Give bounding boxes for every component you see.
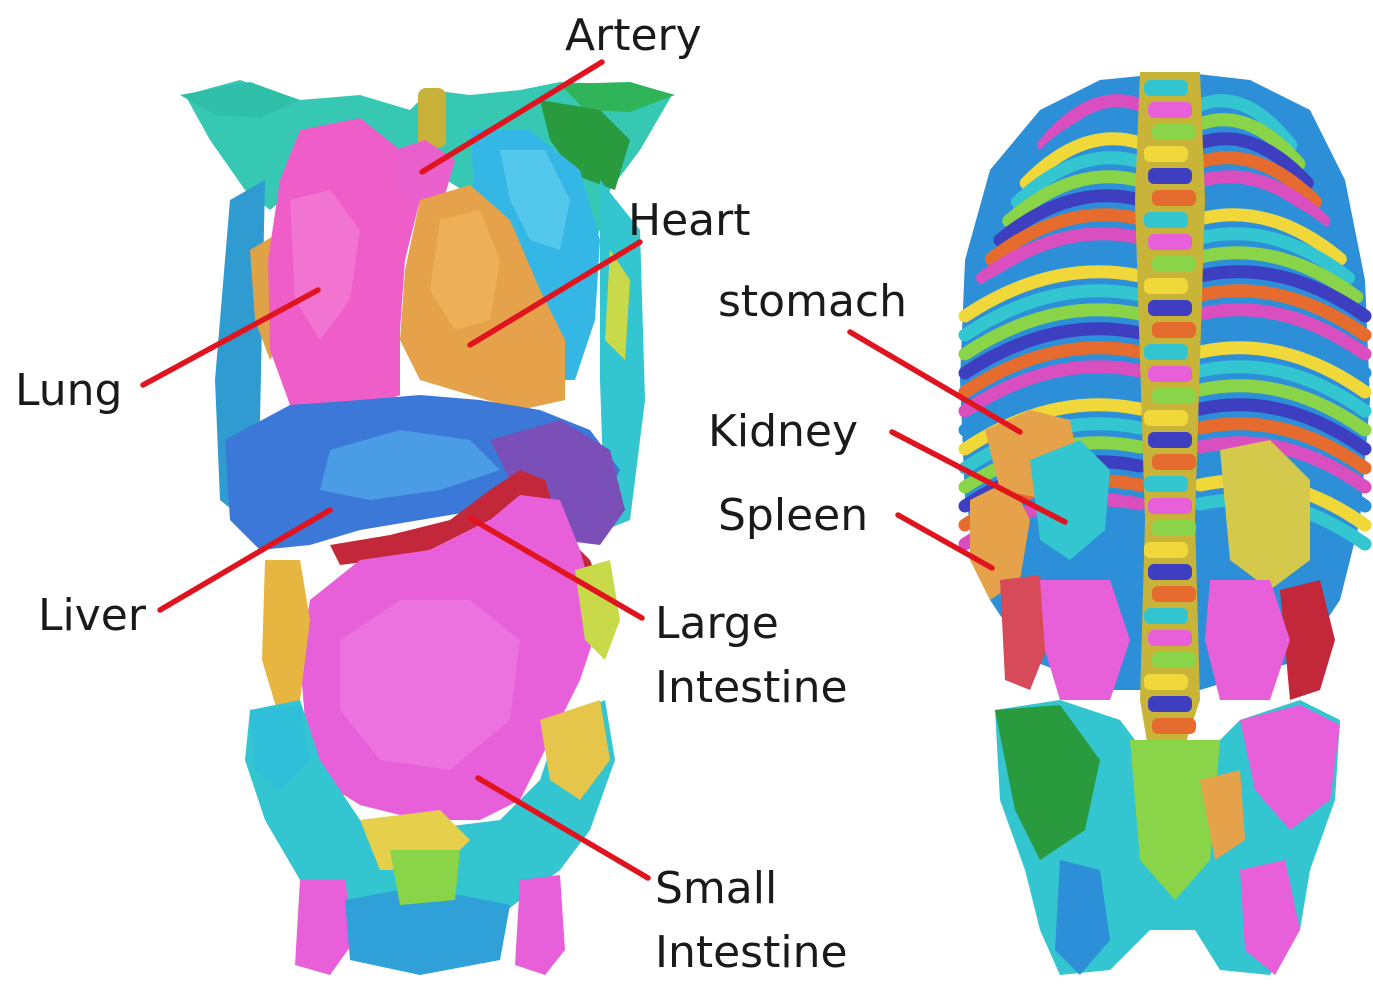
vertebra (1148, 696, 1192, 712)
vertebra (1144, 80, 1188, 96)
vertebra (1144, 608, 1188, 624)
vertebra (1152, 124, 1196, 140)
vertebra (1152, 454, 1196, 470)
vertebra (1152, 190, 1196, 206)
vertebra (1152, 388, 1196, 404)
large-intestine-label-line2: Intestine (655, 662, 848, 713)
front-left-femur-head (295, 880, 355, 975)
vertebra (1152, 520, 1196, 536)
vertebra (1148, 432, 1192, 448)
vertebra (1152, 652, 1196, 668)
front-right-femur-head (515, 875, 565, 975)
vertebra (1144, 344, 1188, 360)
lung-label: Lung (15, 365, 122, 416)
vertebra (1144, 146, 1188, 162)
spleen-label: Spleen (718, 490, 868, 541)
vertebra (1148, 564, 1192, 580)
vertebra (1144, 278, 1188, 294)
large-intestine-label-line1: Large (655, 598, 779, 649)
vertebra (1148, 102, 1192, 118)
vertebra (1152, 718, 1196, 734)
vertebra (1152, 586, 1196, 602)
vertebra (1148, 300, 1192, 316)
vertebra (1144, 212, 1188, 228)
vertebra (1144, 476, 1188, 492)
artery-label: Artery (565, 10, 702, 61)
small-intestine-label-line1: Small (655, 863, 777, 914)
vertebra (1152, 256, 1196, 272)
ascending-colon (262, 560, 310, 720)
vertebra (1144, 410, 1188, 426)
stomach-label: stomach (718, 276, 907, 327)
vertebra (1148, 366, 1192, 382)
torso-back-view (960, 72, 1370, 975)
kidney-label: Kidney (708, 406, 858, 457)
vertebra (1152, 322, 1196, 338)
vertebra (1148, 498, 1192, 514)
vertebra (1148, 168, 1192, 184)
front-sacrum (390, 850, 460, 905)
vertebra (1148, 630, 1192, 646)
vertebra (1148, 234, 1192, 250)
vertebra (1144, 674, 1188, 690)
liver-label: Liver (38, 590, 147, 641)
heart-label: Heart (628, 195, 750, 246)
vertebra (1144, 542, 1188, 558)
front-trachea (418, 88, 446, 148)
front-pelvis-lower (345, 890, 510, 975)
torso-front-view (180, 80, 675, 975)
small-intestine-label-line2: Intestine (655, 927, 848, 978)
